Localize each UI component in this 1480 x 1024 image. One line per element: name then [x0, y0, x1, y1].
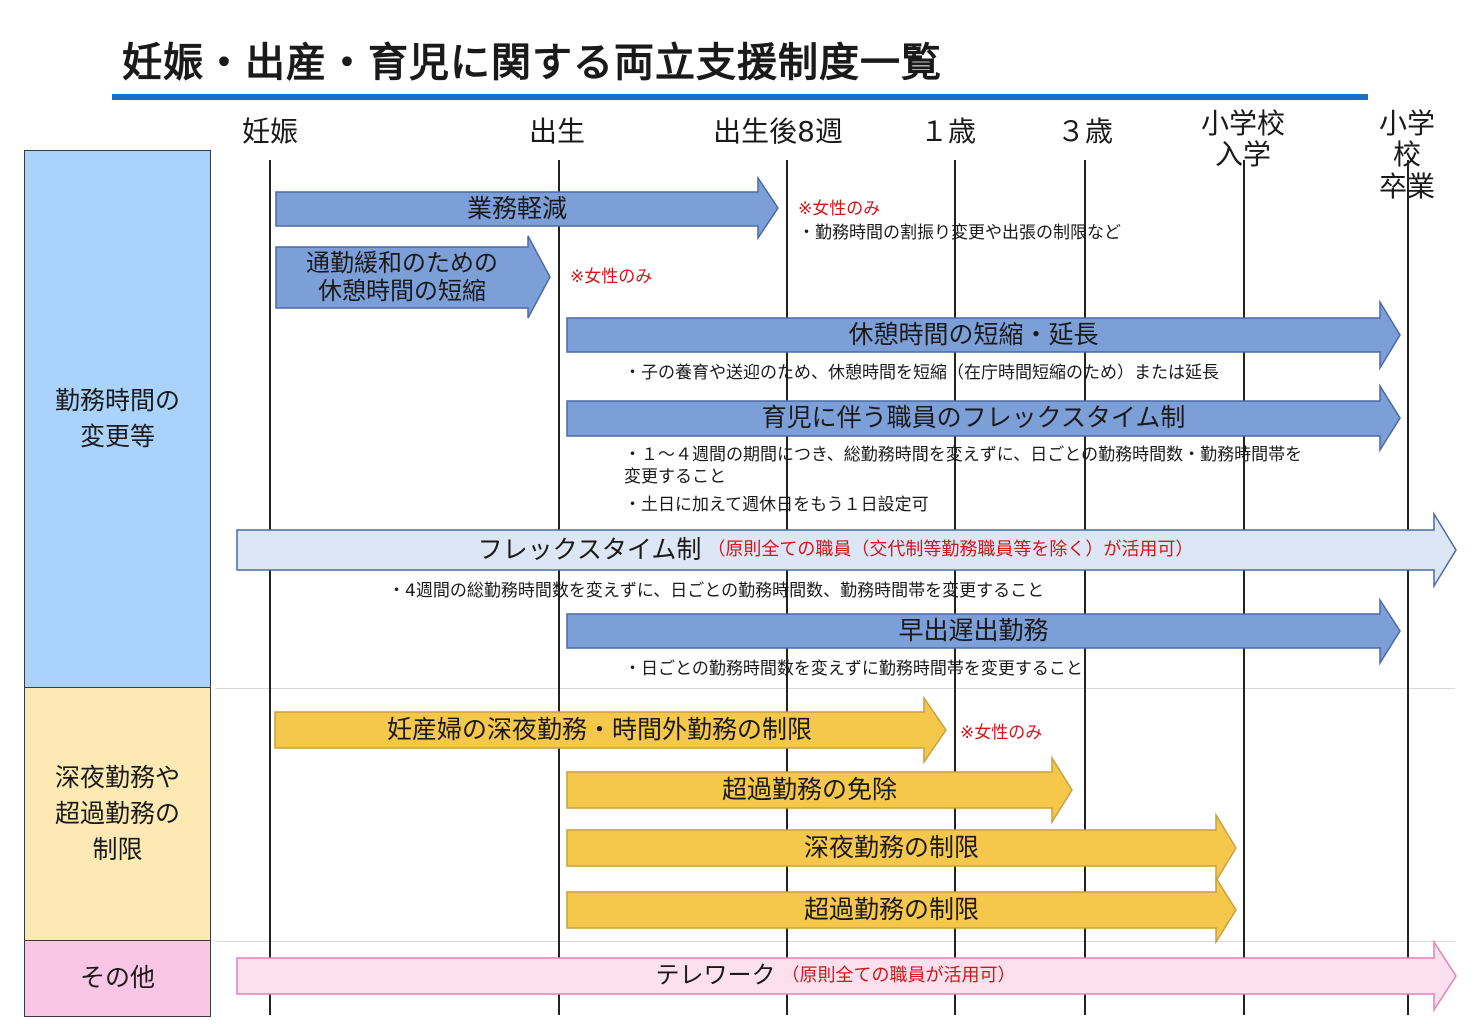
- note-ikuji-flex-2: ・土日に加えて週休日をもう１日設定可: [624, 495, 929, 515]
- arrow-ninsanpu: [274, 695, 947, 765]
- note-hayade: ・日ごとの勤務時間数を変えずに勤務時間帯を変更すること: [624, 659, 1083, 679]
- flag-tsukin-kanwa: ※女性のみ: [570, 267, 653, 287]
- flag-gyomu-keigen: ※女性のみ: [798, 199, 881, 219]
- milestone-1-year: １歳: [919, 115, 977, 148]
- note-ikuji-flex-1: ・１～４週間の期間につき、総勤務時間を変えずに、日ごとの勤務時間数・勤務時間帯を…: [624, 445, 1303, 488]
- timeline-line: [558, 160, 560, 1015]
- arrow-flex: [236, 511, 1457, 589]
- arrow-telework: [236, 939, 1457, 1013]
- note-gyomu-keigen: ・勤務時間の割振り変更や出張の制限など: [798, 223, 1121, 243]
- arrow-chouka-seigen: [566, 875, 1237, 945]
- milestone-3-years: ３歳: [1056, 115, 1114, 148]
- arrow-chouka-menjo: [566, 755, 1073, 825]
- timeline-line: [1407, 160, 1409, 1015]
- milestone-8-weeks: 出生後8週: [713, 115, 843, 148]
- section-divider: [215, 941, 1455, 942]
- timeline-line: [1243, 160, 1245, 1015]
- title-underline: [112, 94, 1368, 100]
- timeline-line: [269, 160, 271, 1015]
- page-title: 妊娠・出産・育児に関する両立支援制度一覧: [122, 40, 942, 86]
- arrow-kyukei: [566, 299, 1401, 371]
- category-night-overtime: 深夜勤務や 超過勤務の 制限: [24, 688, 211, 941]
- milestone-birth: 出生: [528, 115, 586, 148]
- timeline-line: [1084, 160, 1086, 1015]
- category-other: その他: [24, 941, 211, 1017]
- arrow-tsukin-kanwa: [275, 235, 551, 319]
- milestone-school-graduation: 小学校 卒業: [1378, 107, 1435, 203]
- timeline-line: [954, 160, 956, 1015]
- note-kyukei: ・子の養育や送迎のため、休憩時間を短縮（在庁時間短縮のため）または延長: [624, 363, 1219, 383]
- flag-ninsanpu: ※女性のみ: [960, 723, 1043, 743]
- arrow-shinya-seigen: [566, 812, 1237, 884]
- timeline-line: [786, 160, 788, 1015]
- arrow-hayade: [566, 597, 1401, 666]
- arrow-gyomu-keigen: [275, 175, 779, 241]
- milestone-pregnancy: 妊娠: [241, 115, 299, 148]
- note-flex: ・4週間の総勤務時間数を変えずに、日ごとの勤務時間数、勤務時間帯を変更すること: [388, 581, 1045, 601]
- section-divider: [215, 688, 1455, 689]
- arrow-ikuji-flex: [566, 383, 1401, 453]
- category-work-hours: 勤務時間の 変更等: [24, 150, 211, 688]
